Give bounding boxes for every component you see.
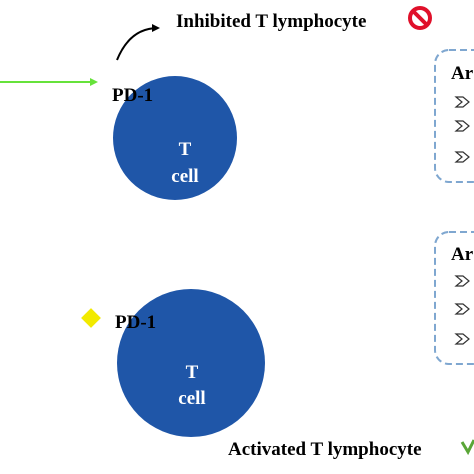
chevron-bullet-icon bbox=[454, 275, 470, 287]
top-box-heading: Ar bbox=[451, 63, 474, 84]
top-pd1-label: PD-1 bbox=[112, 85, 154, 106]
bottom-cell-label-line2: cell bbox=[178, 388, 206, 409]
bottom-box-bullets bbox=[454, 275, 470, 345]
pdl1-diamond bbox=[81, 308, 101, 328]
top-cell-label-line1: T bbox=[178, 139, 192, 160]
top-cell-label-line2: cell bbox=[171, 166, 199, 187]
chevron-bullet-icon bbox=[454, 96, 470, 108]
check-icon bbox=[460, 439, 474, 456]
inhibited-status-label: Inhibited T lymphocyte bbox=[176, 11, 367, 32]
chevron-bullet-icon bbox=[454, 333, 470, 345]
bottom-pd1-label: PD-1 bbox=[115, 312, 157, 333]
chevron-bullet-icon bbox=[454, 151, 470, 163]
activated-status-label: Activated T lymphocyte bbox=[228, 439, 422, 460]
top-info-box bbox=[434, 49, 474, 183]
top-box-bullets bbox=[454, 96, 470, 163]
bottom-info-box bbox=[434, 231, 474, 365]
bottom-box-heading: Ar bbox=[451, 244, 474, 265]
prohibition-icon bbox=[408, 6, 432, 30]
chevron-bullet-icon bbox=[454, 120, 470, 132]
bottom-t-cell bbox=[117, 289, 265, 437]
bottom-cell-label-line1: T bbox=[185, 362, 199, 383]
curved-black-arrow bbox=[116, 24, 160, 61]
chevron-bullet-icon bbox=[454, 303, 470, 315]
top-t-cell bbox=[113, 76, 237, 200]
